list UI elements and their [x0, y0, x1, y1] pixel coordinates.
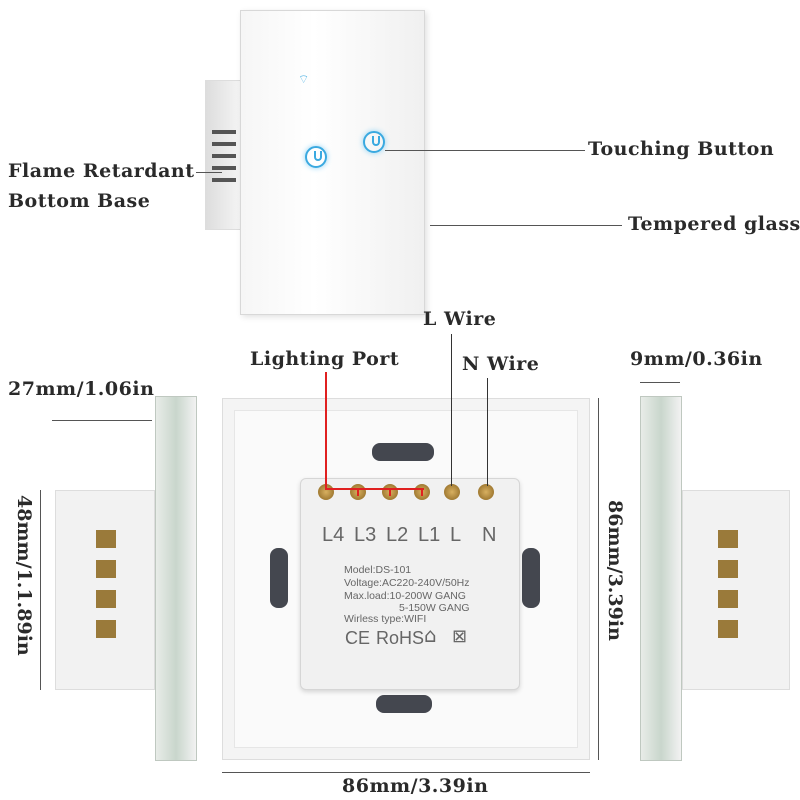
base-height-line: [40, 490, 41, 690]
wireless-text: Wirless type:WIFI: [344, 613, 427, 625]
panel-height-line: [598, 398, 599, 760]
glass-pointer: [430, 225, 622, 226]
terminal-n: [478, 484, 494, 500]
l-wire-label: L Wire: [423, 308, 497, 330]
terminal-label: L1: [418, 524, 441, 546]
home-icon: ⌂: [424, 623, 437, 647]
mount-slot-right: [522, 548, 540, 608]
bottom-base-label: Bottom Base: [8, 190, 151, 212]
mount-slot-bottom: [376, 695, 432, 713]
lighting-port-drop: [421, 488, 423, 496]
terminal-label: L3: [354, 524, 377, 546]
max-load-2-text: 5-150W GANG: [399, 602, 470, 614]
switch-module: [300, 478, 520, 690]
l-wire-pointer: [451, 334, 452, 486]
terminal-labels: L4 L3 L2 L1 L N: [322, 524, 514, 547]
terminal-label: N: [482, 524, 497, 546]
lighting-port-drop: [389, 488, 391, 496]
terminal-l: [444, 484, 460, 500]
lighting-port-drop: [357, 488, 359, 496]
lighting-port-label: Lighting Port: [250, 348, 400, 370]
depth-total-label: 27mm/1.06in: [8, 378, 155, 400]
lighting-port-wire: [325, 372, 327, 488]
switch-front-panel: [240, 10, 425, 315]
model-text: Model:DS-101: [344, 564, 412, 576]
terminal-label: L2: [386, 524, 409, 546]
lighting-port-bus: [325, 488, 424, 490]
terminal-label: L: [450, 524, 462, 546]
glass-depth-label: 9mm/0.36in: [630, 348, 763, 370]
touch-button-1[interactable]: [305, 146, 327, 168]
button-pointer: [385, 150, 585, 151]
max-load-text: Max.load:10-200W GANG: [344, 590, 466, 602]
right-side-glass: [640, 396, 682, 761]
tempered-glass-label: Tempered glass: [628, 213, 800, 235]
touching-button-label: Touching Button: [588, 138, 775, 160]
rohs-mark: RoHS: [376, 628, 425, 648]
left-side-glass: [155, 396, 197, 761]
panel-width-label: 86mm/3.39in: [342, 775, 489, 797]
base-vents: [212, 130, 236, 190]
ce-mark: CE: [345, 628, 371, 648]
glass-depth-line: [640, 382, 680, 383]
panel-width-line: [222, 772, 590, 773]
weee-bin-icon: ⊠: [452, 626, 468, 647]
left-side-screws: [96, 530, 116, 640]
base-height-label: 48mm/1.1.89in: [13, 495, 35, 656]
depth-dimension-line: [52, 420, 152, 421]
touch-button-2[interactable]: [363, 131, 385, 153]
flame-pointer: [196, 172, 222, 173]
flame-retardant-label: Flame Retardant: [8, 160, 195, 182]
n-wire-pointer: [487, 378, 488, 486]
panel-height-label: 86mm/3.39in: [604, 500, 626, 641]
terminal-label: L4: [322, 524, 345, 546]
right-side-screws: [718, 530, 738, 640]
n-wire-label: N Wire: [462, 353, 540, 375]
mount-slot-top: [372, 443, 434, 461]
voltage-text: Voltage:AC220-240V/50Hz: [344, 577, 470, 589]
mount-slot-left: [270, 548, 288, 608]
wifi-icon: ⌔: [298, 72, 310, 86]
